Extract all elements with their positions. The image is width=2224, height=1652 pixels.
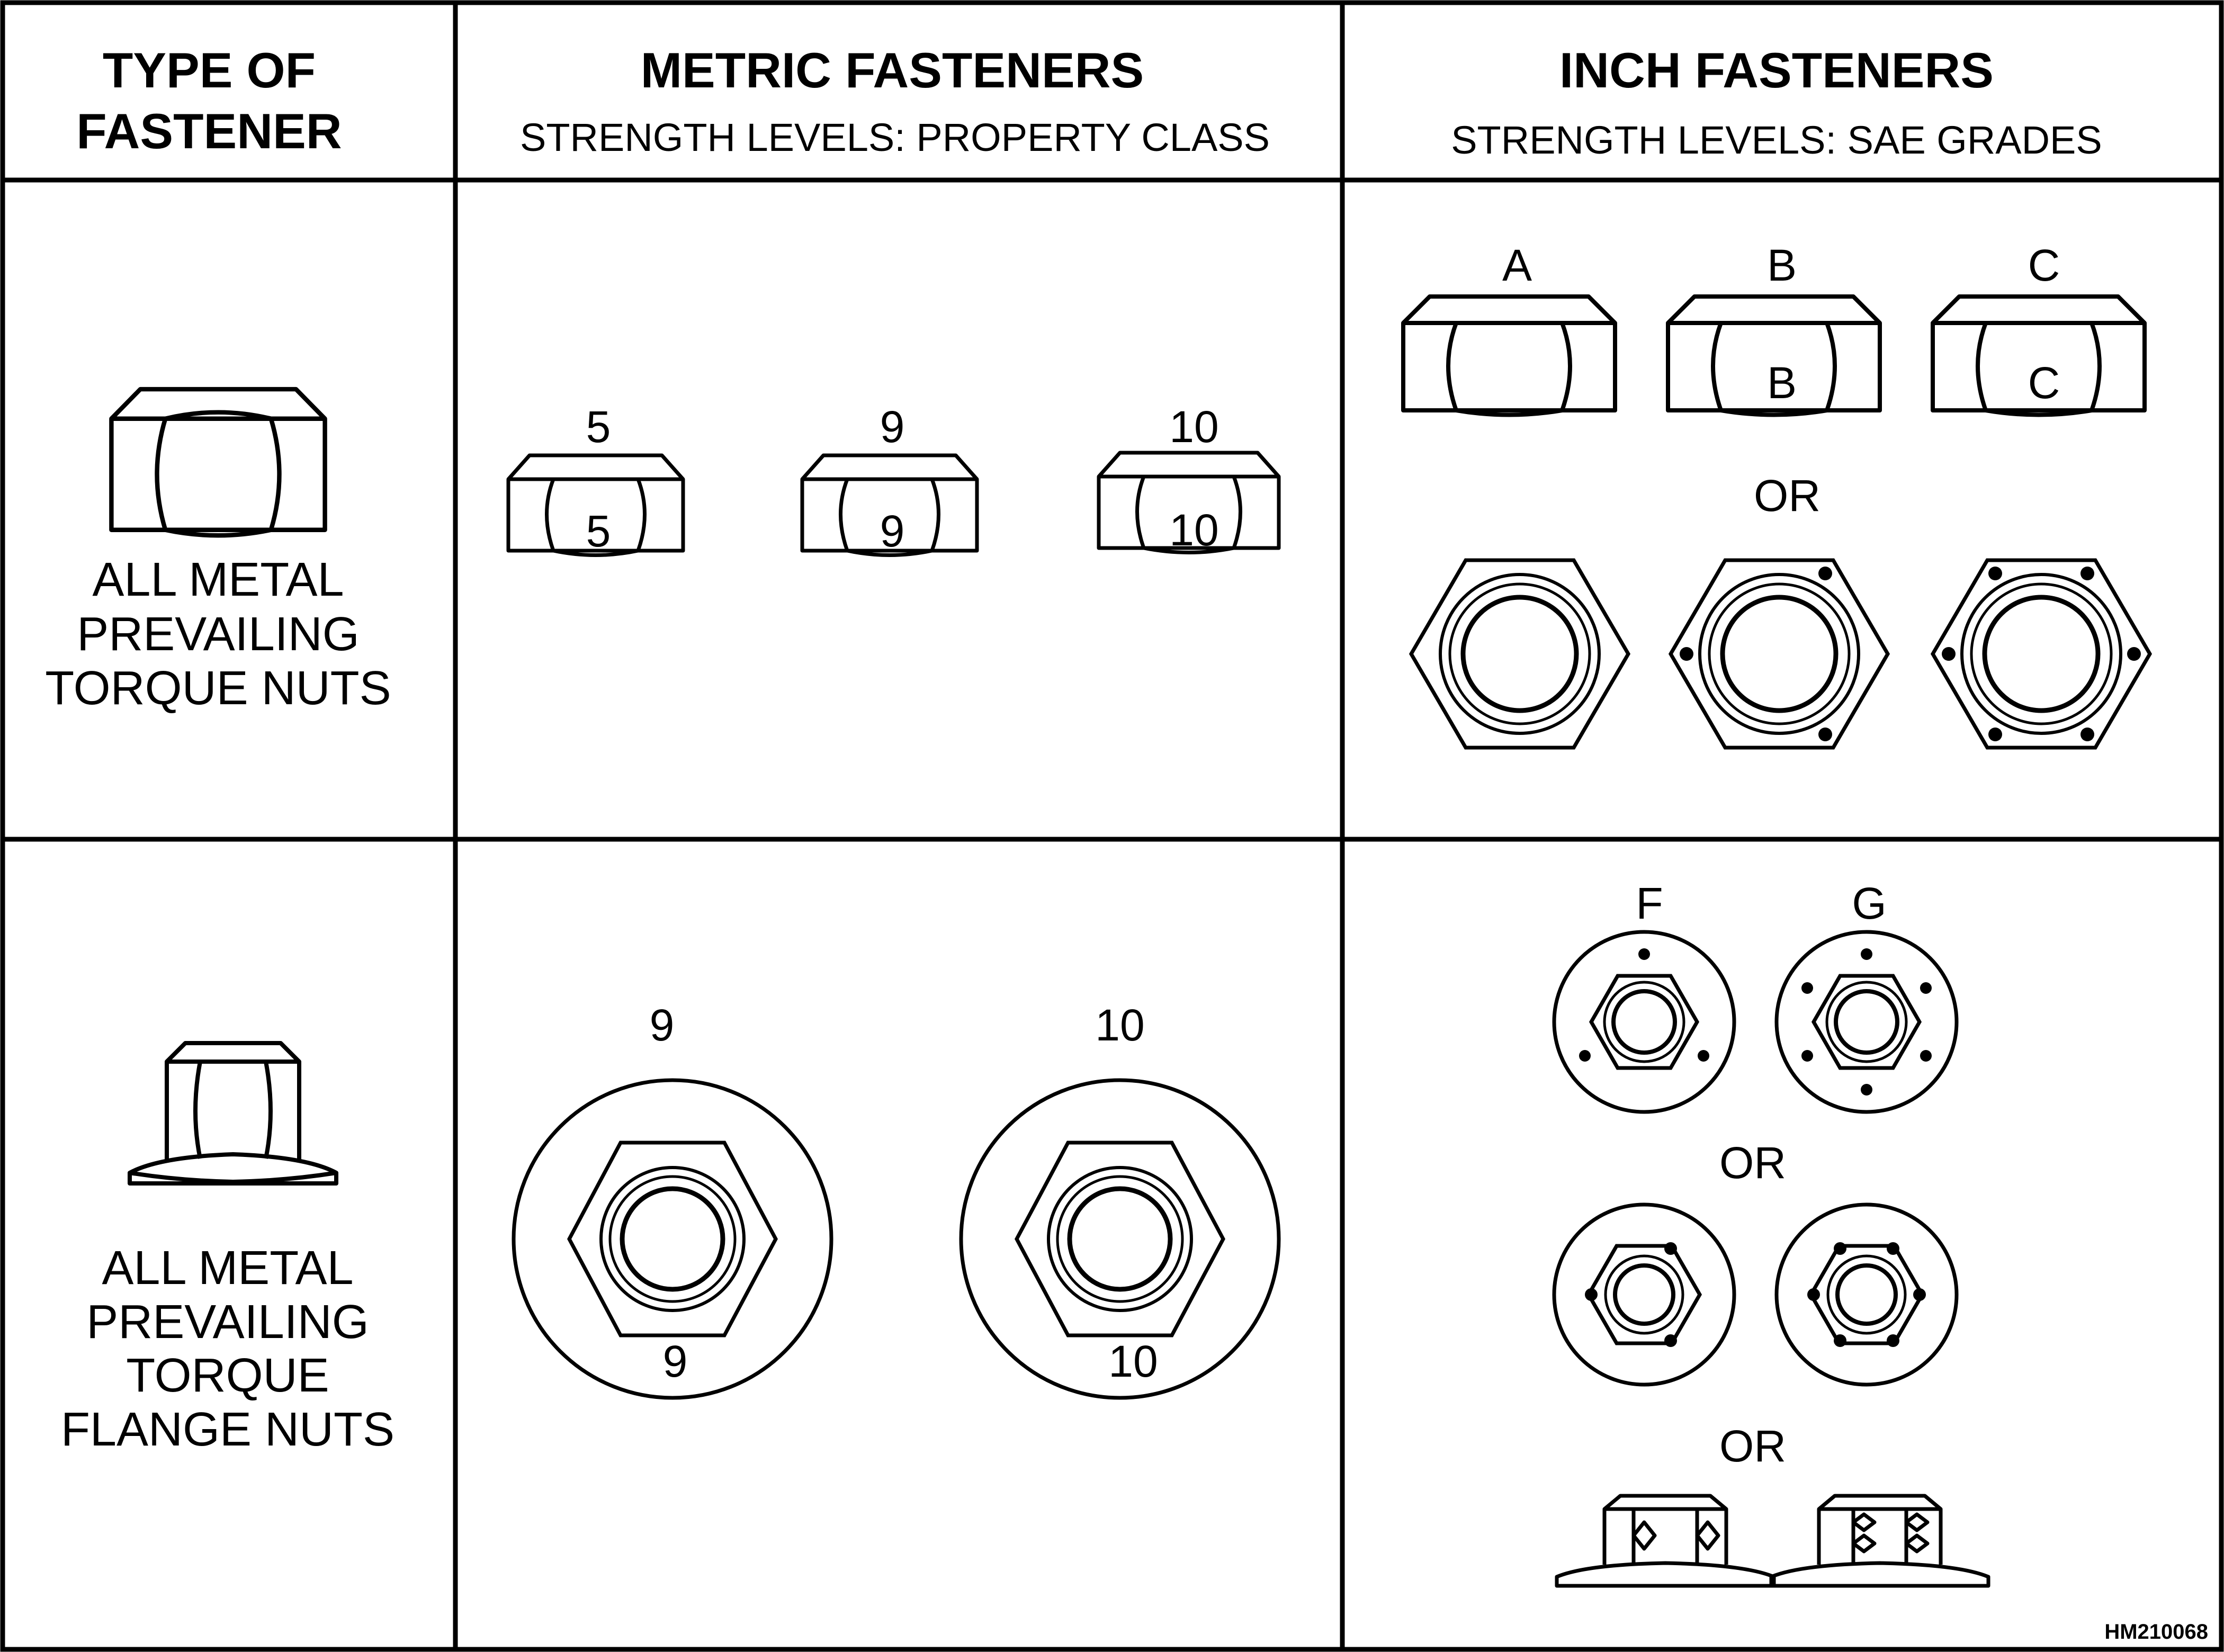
metric-nut-class-9: 9 9: [800, 402, 979, 557]
metric-header-subtitle: STRENGTH LEVELS: PROPERTY CLASS: [520, 115, 1270, 159]
metric-nut-class-10: 10 10: [1097, 402, 1281, 555]
inch-grade-c-label: C: [2028, 240, 2060, 290]
metric-class-5-face: 5: [586, 506, 611, 556]
inch-flange-side-f: [1555, 1494, 1776, 1588]
inch-hex-top-grade-c: [1930, 558, 2153, 750]
inch-flange-top-grade-f: [1552, 930, 1736, 1114]
metric-class-9-face: 9: [880, 506, 905, 556]
header-row: TYPE OF FASTENER METRIC FASTENERS STRENG…: [76, 42, 2102, 162]
inch-grade-b-label: B: [1767, 240, 1797, 290]
row2-name-line-2: PREVAILING: [86, 1296, 369, 1349]
inch-flange-grade-g-label: G: [1852, 878, 1886, 928]
grade-marker-dots: [1579, 948, 1709, 1062]
inch-row1-or: OR: [1754, 471, 1821, 520]
metric-header-title: METRIC FASTENERS: [641, 42, 1144, 98]
inch-hex-top-grade-b: [1668, 558, 1890, 750]
metric-nut-side-icon: [506, 453, 685, 557]
row-prevailing-torque-nuts: ALL METAL PREVAILING TORQUE NUTS 5 5 9: [45, 240, 2153, 750]
grade-marker-dots: [1585, 1242, 1677, 1347]
row2-name-line-4: FLANGE NUTS: [61, 1403, 394, 1456]
row2-name-line-1: ALL METAL: [102, 1242, 353, 1295]
inch-grade-b: B B: [1666, 240, 1882, 417]
inch-grade-a-label: A: [1502, 240, 1532, 290]
inch-nut-side-icon: [1401, 294, 1617, 417]
metric-flange-10-label: 10: [1095, 1000, 1144, 1050]
inch-nut-side-icon: [1931, 294, 2147, 417]
metric-flange-class-10: 10 10: [959, 1000, 1281, 1400]
row1-name-line-1: ALL METAL: [92, 553, 344, 606]
metric-flange-10-face: 10: [1108, 1336, 1158, 1386]
metric-flange-nut-top-icon: [959, 1078, 1281, 1400]
metric-class-10-face: 10: [1169, 505, 1218, 555]
inch-header-subtitle: STRENGTH LEVELS: SAE GRADES: [1451, 118, 2102, 162]
metric-flange-class-9: 9 9: [512, 1000, 833, 1400]
inch-flange-alt-top-f: [1552, 1202, 1736, 1387]
inch-flange-alt-top-g: [1774, 1202, 1959, 1387]
metric-nut-side-icon: [800, 453, 979, 557]
inch-row2-or-1: OR: [1719, 1138, 1786, 1188]
type-header-line-2: FASTENER: [76, 103, 342, 159]
inch-grade-b-face: B: [1767, 358, 1797, 408]
grade-marker-dots: [1680, 567, 1832, 741]
flange-nut-icon: [128, 1041, 338, 1186]
inch-grade-c-face: C: [2028, 358, 2060, 408]
metric-flange-nut-top-icon: [512, 1078, 833, 1400]
row2-name-line-3: TORQUE: [126, 1349, 329, 1402]
metric-class-5-label: 5: [586, 402, 611, 452]
inch-header-title: INCH FASTENERS: [1559, 42, 1994, 98]
inch-flange-side-g: [1769, 1494, 1990, 1588]
inch-flange-top-grade-g: [1774, 930, 1959, 1114]
grade-marker-dots: [1801, 948, 1932, 1096]
inch-grade-c: C C: [1931, 240, 2147, 417]
metric-class-10-label: 10: [1169, 402, 1218, 452]
metric-nut-side-icon: [1097, 451, 1281, 554]
grade-marker-dots: [1807, 1242, 1926, 1347]
all-metal-nut-icon: [109, 387, 327, 538]
metric-flange-9-face: 9: [663, 1336, 688, 1386]
metric-nut-class-5: 5 5: [506, 402, 685, 557]
row-prevailing-torque-flange-nuts: ALL METAL PREVAILING TORQUE FLANGE NUTS …: [61, 878, 1990, 1588]
grade-marker-dots: [1942, 567, 2141, 741]
inch-flange-grade-f-label: F: [1636, 878, 1663, 928]
inch-nut-side-icon: [1666, 294, 1882, 417]
metric-flange-9-label: 9: [650, 1000, 675, 1050]
figure-code: HM210068: [2104, 1620, 2208, 1644]
inch-grade-a: A: [1401, 240, 1617, 417]
row1-name-line-2: PREVAILING: [77, 608, 360, 661]
metric-class-9-label: 9: [880, 402, 905, 452]
type-header-line-1: TYPE OF: [103, 42, 316, 98]
inch-hex-top-grade-a: [1409, 558, 1631, 750]
inch-row2-or-2: OR: [1719, 1421, 1786, 1471]
row1-name-line-3: TORQUE NUTS: [45, 662, 391, 715]
